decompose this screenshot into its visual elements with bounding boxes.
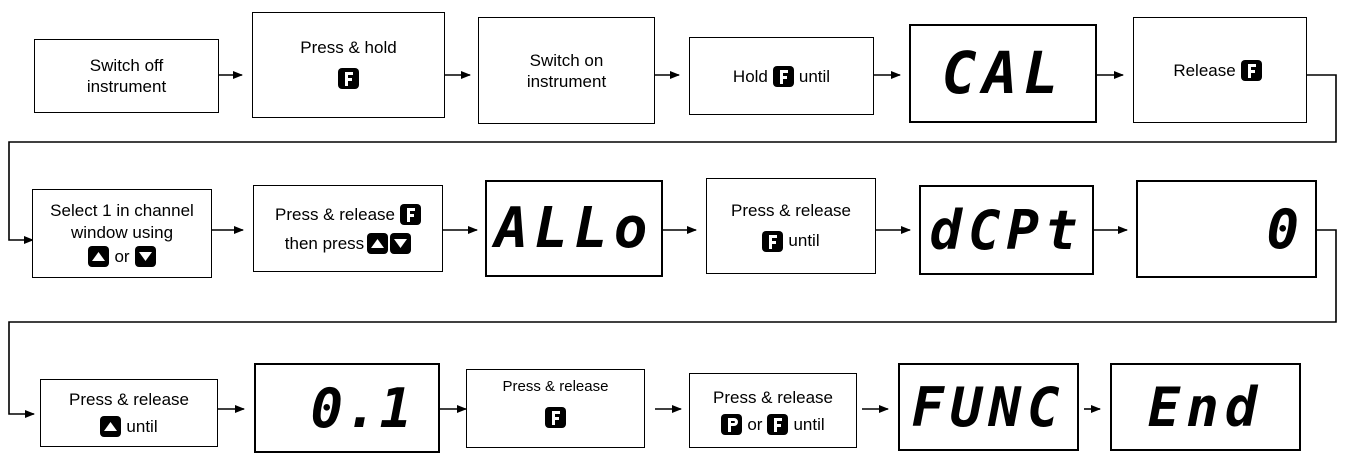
display-end: End: [1110, 363, 1301, 451]
f-key-icon: [772, 65, 794, 87]
step-press-release-then: Press & release then press: [253, 185, 443, 272]
display-zero-one: 0.1: [254, 363, 440, 453]
step-text: until: [793, 414, 825, 434]
display-dcpt: dCPt: [919, 185, 1094, 275]
f-key-icon: [338, 68, 359, 89]
step-text: Press & release: [69, 390, 189, 409]
f-key-icon: [1240, 59, 1262, 81]
step-select-channel: Select 1 in channel window using or: [32, 189, 212, 278]
display-allo: ALLo: [485, 180, 663, 277]
display-readout: ALLo: [494, 196, 654, 261]
step-release-f: Release: [1133, 17, 1307, 123]
step-text: Press & release: [275, 204, 395, 224]
display-zero: 0: [1136, 180, 1317, 278]
step-text: until: [798, 66, 831, 86]
step-text: until: [788, 231, 820, 250]
step-text: until: [126, 417, 158, 436]
down-arrow-key-icon: [134, 246, 156, 267]
step-press-release-f-until: Press & release until: [706, 178, 876, 274]
step-text: Switch on: [529, 50, 604, 70]
display-readout: 0: [1266, 197, 1299, 261]
step-press-hold-f: Press & hold: [252, 12, 445, 118]
step-text: instrument: [526, 71, 607, 91]
f-key-icon: [762, 230, 784, 252]
display-func: FUNC: [898, 363, 1079, 451]
row-connector: [8, 229, 1337, 418]
step-switch-on: Switch on instrument: [478, 17, 655, 124]
step-switch-off: Switch off instrument: [34, 39, 219, 113]
display-cal: CAL: [909, 24, 1097, 123]
display-readout: FUNC: [911, 375, 1066, 439]
step-press-release-p-or-f: Press & release or until: [689, 373, 857, 448]
step-text: Press & release: [502, 377, 609, 395]
up-arrow-key-icon: [100, 416, 122, 437]
step-text: or: [747, 414, 763, 434]
step-text: Hold: [732, 66, 768, 86]
f-key-icon: [545, 406, 566, 428]
step-hold-f-until: Hold until: [689, 37, 874, 115]
step-text: then press: [284, 233, 365, 253]
step-text: Press & release: [713, 387, 833, 407]
row-connector: [8, 74, 1337, 244]
step-text: Press & hold: [300, 38, 397, 57]
step-text: Select 1 in channel: [50, 200, 194, 220]
step-text: Switch off: [89, 56, 164, 75]
p-key-icon: [721, 413, 743, 435]
step-text: Release: [1173, 60, 1236, 80]
up-arrow-key-icon: [88, 246, 110, 267]
step-text: or: [114, 246, 130, 266]
step-text: instrument: [86, 77, 167, 96]
step-text: Press & release: [731, 201, 851, 220]
display-readout: End: [1147, 375, 1264, 439]
step-press-release-up-until: Press & release until: [40, 379, 218, 447]
display-readout: CAL: [941, 39, 1065, 107]
step-text: window using: [70, 222, 174, 242]
down-arrow-key-icon: [390, 232, 412, 254]
display-readout: 0.1: [310, 376, 414, 440]
f-key-icon: [400, 203, 421, 225]
display-readout: dCPt: [929, 198, 1084, 262]
f-key-icon: [767, 413, 789, 435]
up-arrow-key-icon: [367, 232, 389, 254]
step-press-release-f: Press & release: [466, 369, 645, 448]
